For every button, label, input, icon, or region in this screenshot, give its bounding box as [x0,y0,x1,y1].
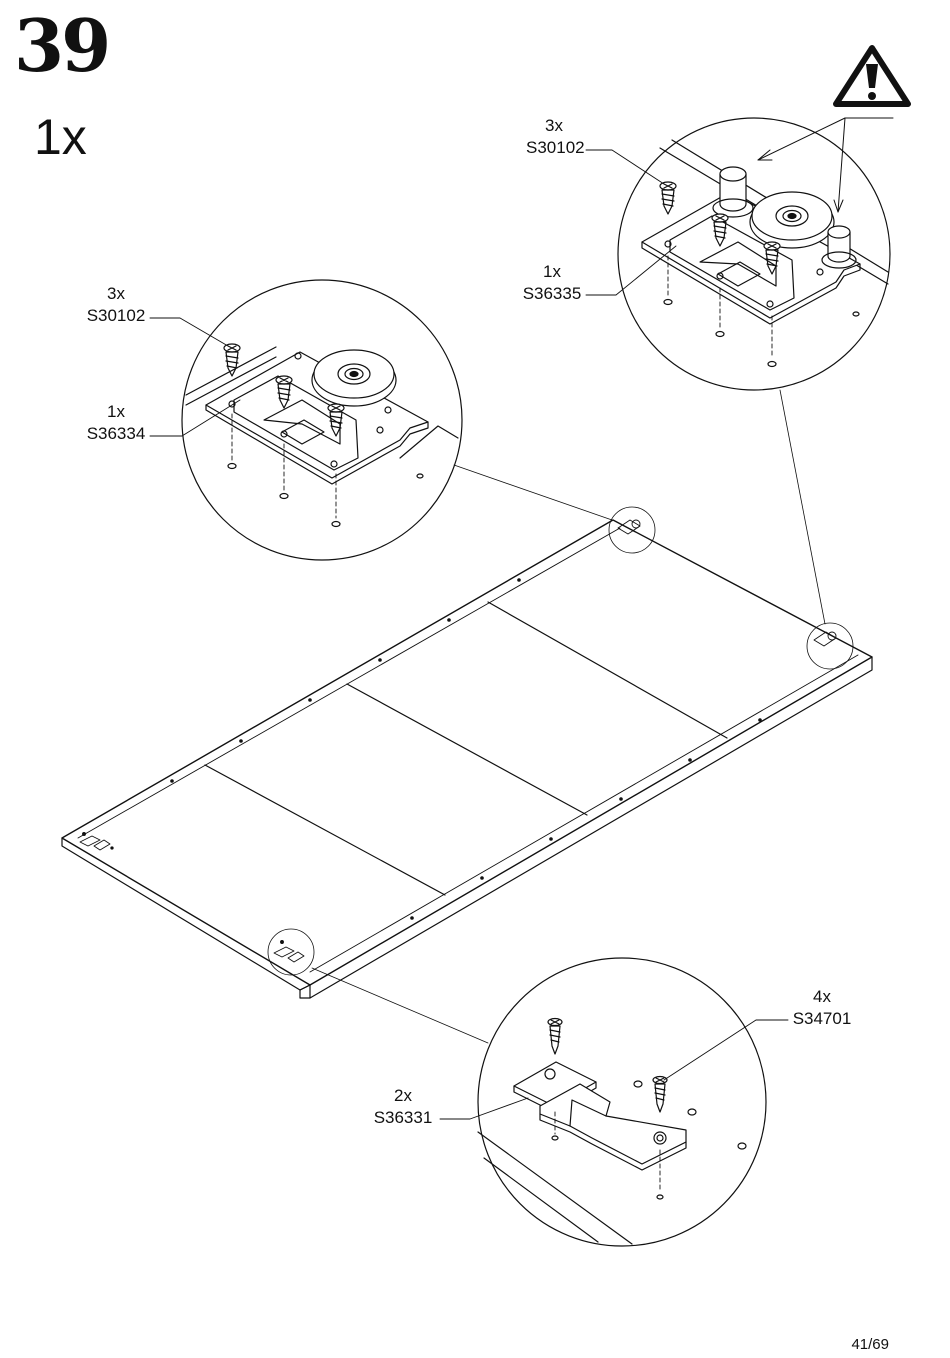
page-number: 41/69 [851,1336,889,1353]
detail-upper-right [617,117,891,391]
callout-part-code: S36335 [522,284,582,303]
callout-qty: 3x [545,116,563,135]
screw-icon [327,403,345,437]
detail-bottom [477,957,767,1247]
screw-icon [547,1017,563,1055]
callout-part-code: S30102 [526,138,585,157]
screw-icon [711,213,729,247]
screw-icon [763,241,781,275]
callout-qty: 2x [394,1086,412,1105]
screw-icon [275,375,293,409]
door-panel [61,519,873,999]
detail-upper-left [181,279,463,561]
callout-bottom-screw: 4x S34701 [790,986,854,1030]
step-number: 39 [14,3,111,88]
callout-upper-left-roller: 1x S36334 [84,401,148,445]
screw-icon [659,181,677,215]
callout-upper-left-screw: 3x S30102 [84,283,148,327]
callout-bottom-bracket: 2x S36331 [370,1085,436,1129]
callout-part-code: S36331 [373,1108,433,1127]
panel-corner-hardware [79,519,837,963]
screw-icon [652,1075,668,1113]
warning-triangle-icon [833,45,911,107]
callout-part-code: S30102 [86,306,146,325]
callout-qty: 4x [813,987,831,1006]
assembly-quantity: 1x [34,109,87,165]
callout-upper-right-roller: 1x S36335 [520,261,584,305]
callout-upper-right-screw: 3x S30102 [526,115,585,159]
callout-qty: 1x [543,262,561,281]
screw-icon [223,343,241,377]
callout-qty: 1x [107,402,125,421]
callout-part-code: S34701 [792,1009,852,1028]
callout-part-code: S36334 [86,424,146,443]
callout-qty: 3x [107,284,125,303]
rail-holes [170,578,762,920]
